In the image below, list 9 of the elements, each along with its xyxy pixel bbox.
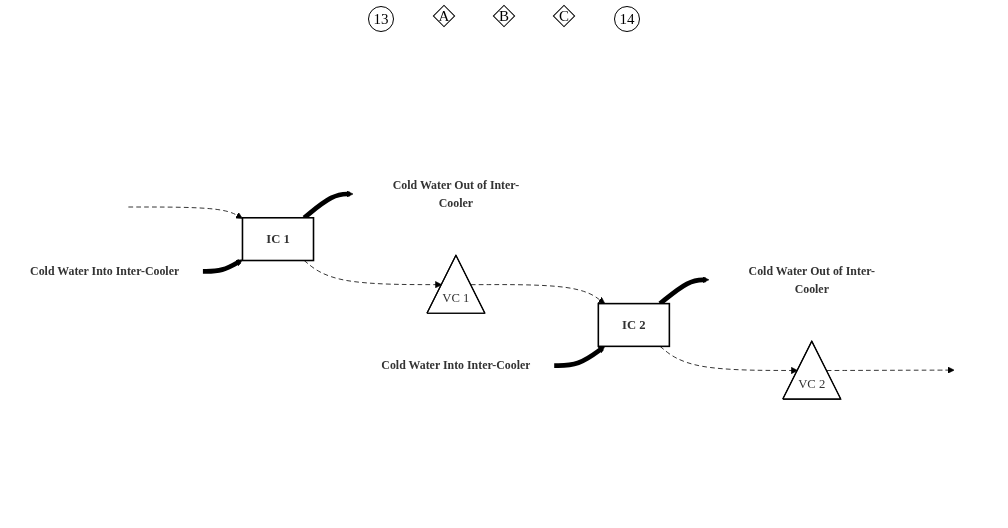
node-text: Cold Water Into Inter-Cooler [381, 359, 531, 373]
node-text: Cold Water Into Inter-Cooler [30, 265, 180, 278]
arrow [554, 346, 606, 369]
node-text: Cold Water Out of Inter-Cooler [392, 178, 520, 210]
arrow [302, 190, 354, 220]
node-text: Cold Water Out of Inter-Cooler [748, 264, 875, 296]
node-box: IC 2 [597, 303, 671, 348]
arrow [202, 259, 243, 274]
node-box: IC 1 [241, 217, 315, 262]
